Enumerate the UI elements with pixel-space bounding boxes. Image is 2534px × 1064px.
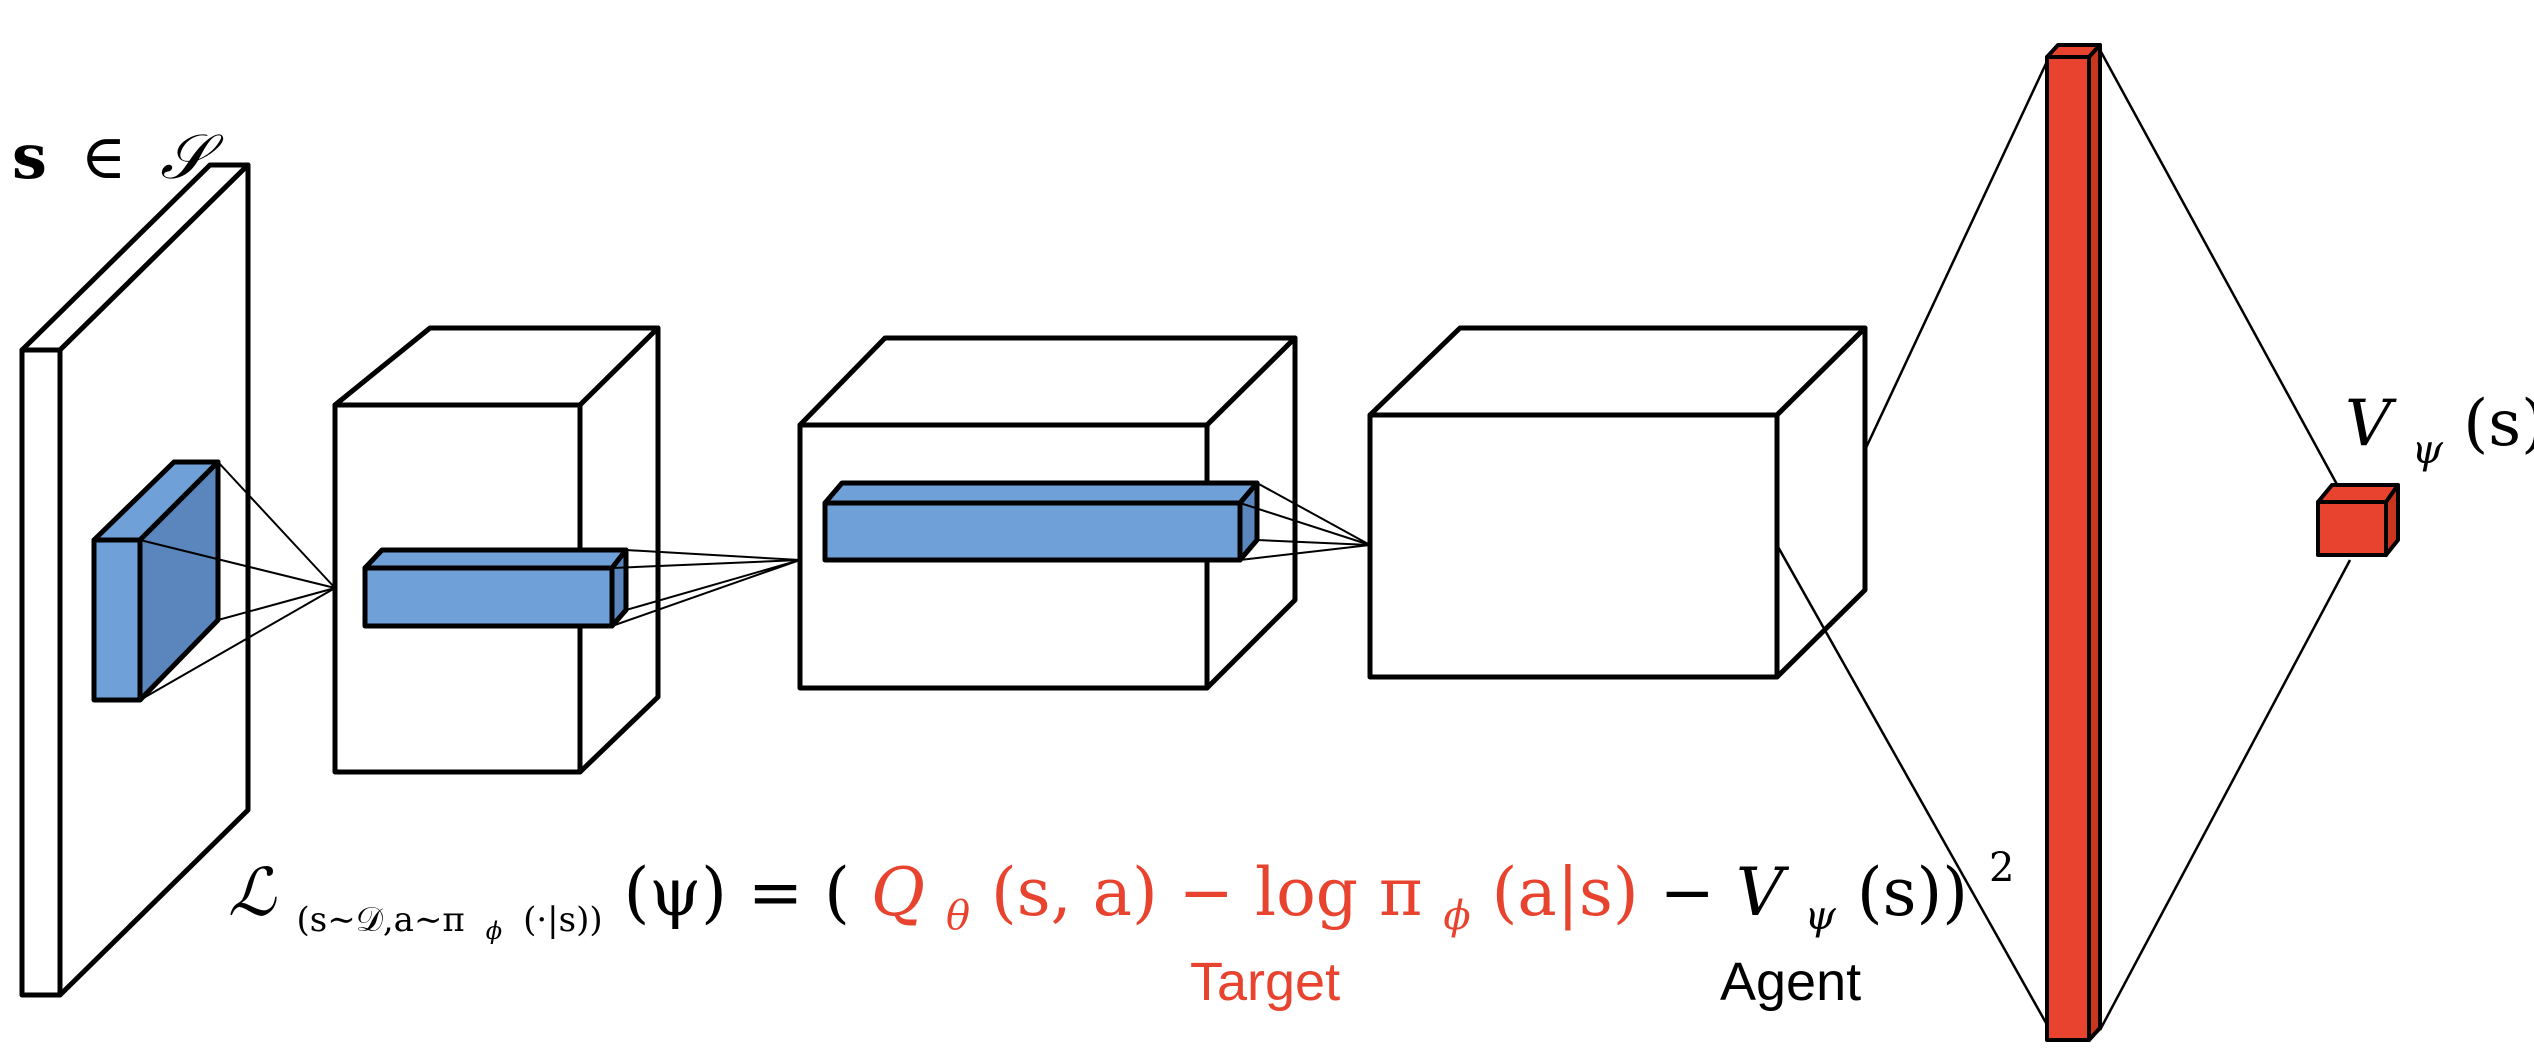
- v-subscript: ψ: [1805, 893, 1837, 939]
- loss-symbol: ℒ: [228, 854, 277, 931]
- pi-args: (a|s): [1492, 854, 1639, 931]
- cube-2-strip: [822, 480, 1260, 563]
- loss-psi-arg: (ψ) = (: [624, 854, 850, 931]
- q-args: (s, a) − log π: [991, 854, 1422, 931]
- q-symbol: Q: [871, 854, 925, 931]
- power-symbol: 2: [1989, 845, 2014, 891]
- projection-lines-1: [139, 461, 336, 701]
- projection-lines-5: [2098, 49, 2352, 1031]
- v-symbol: − V: [1660, 854, 1790, 931]
- pi-subscript: ϕ: [1443, 893, 1470, 939]
- conv-cube-3: [1367, 325, 1868, 680]
- q-subscript: θ: [946, 893, 970, 939]
- loss-equation: ℒ (s∼𝒟,a∼π ϕ (·|s)) (ψ) = ( Q θ (s, a) −…: [228, 845, 2014, 955]
- projection-lines-2: [611, 549, 801, 627]
- projection-lines-3: [1239, 482, 1371, 561]
- cube-3-front: [1367, 412, 1780, 680]
- input-set-label: s ∈ 𝒮: [12, 120, 224, 193]
- target-annotation: Target: [1190, 952, 1340, 1012]
- cube-1-strip: [362, 547, 629, 629]
- value-symbol: V: [2345, 387, 2397, 461]
- input-plane-front: [19, 347, 63, 998]
- value-output-cube: [2316, 483, 2400, 557]
- input-state-symbol: s: [12, 120, 47, 193]
- agent-annotation: Agent: [1720, 952, 1861, 1012]
- value-subscript: ψ: [2412, 427, 2444, 473]
- v-args: (s)): [1857, 854, 1968, 931]
- projection-lines-4: [1775, 54, 2052, 1031]
- loss-subscript: (s∼𝒟,a∼π: [297, 900, 465, 940]
- fc-layer: [2045, 43, 2102, 1042]
- value-output-label: V ψ (s): [2345, 387, 2534, 479]
- loss-subscript-end: (·|s)): [523, 900, 603, 940]
- value-argument: (s): [2463, 387, 2534, 461]
- loss-subscript-phi: ϕ: [486, 917, 502, 945]
- element-of-symbol: ∈: [81, 120, 127, 193]
- input-kernel-front: [91, 537, 143, 703]
